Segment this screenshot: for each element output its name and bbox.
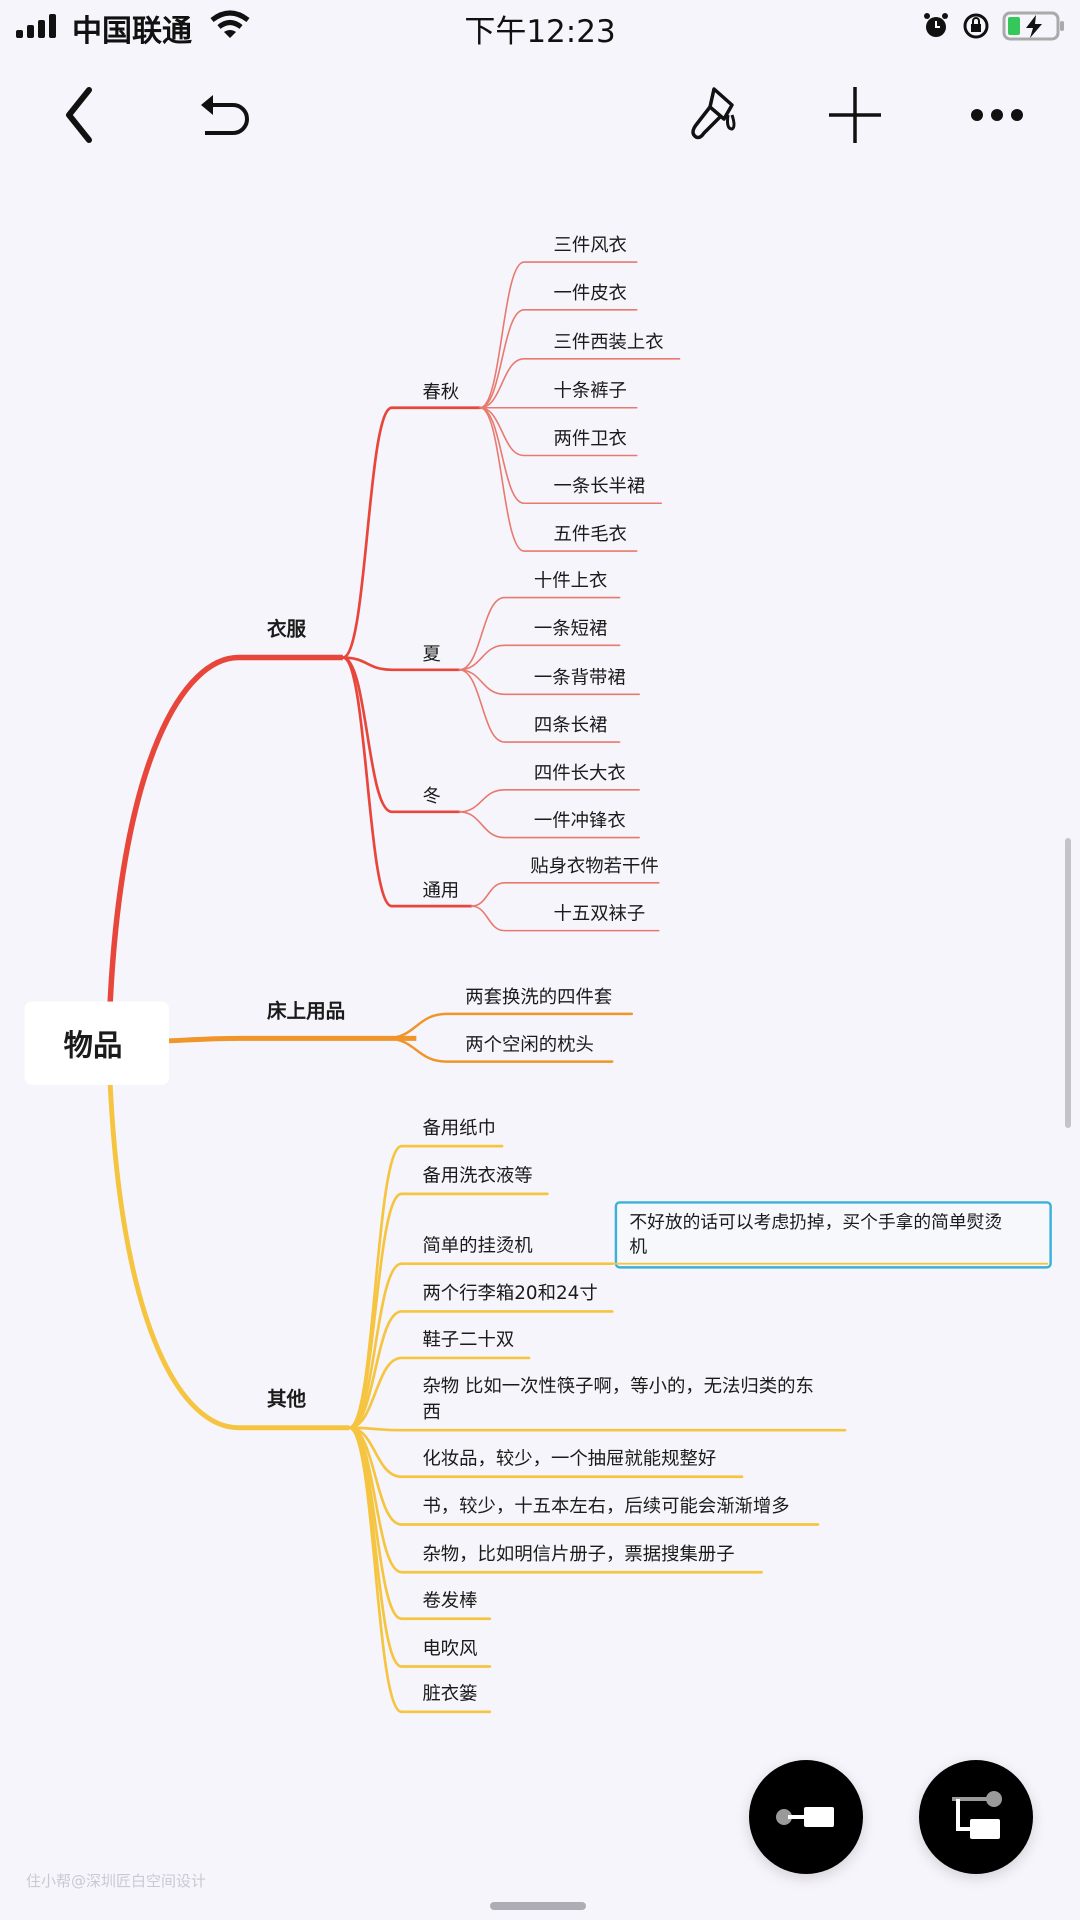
root-node-label[interactable]: 物品 [64, 1029, 123, 1063]
branch-leaf [479, 261, 638, 409]
branch-leaf [479, 406, 663, 505]
category-bedding[interactable]: 床上用品 [267, 1000, 345, 1023]
branch-leaf [347, 1426, 847, 1432]
add-sibling-node-button[interactable] [749, 1760, 863, 1874]
leaf-node[interactable]: 化妆品，较少，一个抽屉就能规整好 [422, 1448, 716, 1469]
leaf-node[interactable]: 杂物，比如明信片册子，票据搜集册子 [422, 1544, 734, 1565]
branch-leaf [347, 1310, 614, 1430]
subcategory-label[interactable]: 冬 [422, 786, 440, 807]
add-icon [829, 87, 881, 143]
leaf-node[interactable]: 两个空闲的枕头 [465, 1035, 594, 1056]
subcategory-label[interactable]: 春秋 [422, 382, 459, 403]
add-child-node-button[interactable] [919, 1760, 1033, 1874]
add-node-button[interactable] [820, 80, 890, 150]
leaf-node[interactable]: 十件上衣 [534, 571, 607, 592]
leaf-node[interactable]: 一件冲锋衣 [534, 811, 626, 832]
leaf-node[interactable]: 十条裤子 [553, 381, 626, 402]
leaf-node[interactable]: 一件皮衣 [553, 283, 626, 304]
leaf-node[interactable]: 脏衣篓 [422, 1684, 477, 1705]
branch-sub-2 [341, 656, 461, 814]
leaf-node[interactable]: 简单的挂烫机 [422, 1235, 532, 1256]
branch-sub-0 [341, 406, 482, 659]
leaf-node[interactable]: 五件毛衣 [553, 524, 626, 545]
carrier-name: 中国联通 [72, 14, 192, 49]
branch-leaf [458, 596, 621, 671]
branch-leaf [470, 905, 660, 932]
branch-leaf [479, 406, 638, 552]
leaf-node[interactable]: 三件风衣 [553, 235, 626, 256]
more-button[interactable] [962, 80, 1032, 150]
branch-bedding [168, 1035, 417, 1044]
note-box[interactable] [614, 1201, 1052, 1269]
leaf-node[interactable]: 西 [422, 1402, 440, 1423]
leaf-node[interactable]: 杂物 比如一次性筷子啊，等小的，无法归类的东 [422, 1376, 813, 1397]
style-brush-icon [691, 87, 736, 140]
branch-sub-3 [341, 656, 473, 908]
leaf-node[interactable]: 两件卫衣 [553, 428, 626, 449]
leaf-node[interactable]: 三件西装上衣 [553, 332, 663, 353]
leaf-node[interactable]: 两套换洗的四件套 [465, 987, 612, 1008]
leaf-node[interactable]: 鞋子二十双 [422, 1330, 514, 1351]
branch-clothing [107, 654, 343, 1002]
alarm-icon [924, 13, 948, 37]
category-other[interactable]: 其他 [267, 1388, 307, 1411]
leaf-node[interactable]: 四条长裙 [534, 715, 607, 736]
branch-leaf [458, 644, 621, 671]
status-bar: 中国联通 下午12:23 [0, 0, 1080, 52]
branch-leaf [458, 811, 640, 839]
home-indicator[interactable] [490, 1902, 586, 1910]
leaf-node[interactable]: 一条短裙 [534, 618, 607, 639]
subcategory-label[interactable]: 夏 [422, 644, 440, 665]
branch-leaf [479, 309, 638, 409]
branch-leaf [479, 406, 638, 457]
style-button[interactable] [679, 80, 749, 150]
branch-leaf [347, 1356, 531, 1430]
category-clothing[interactable]: 衣服 [267, 618, 307, 641]
leaf-node[interactable]: 两个行李箱20和24寸 [422, 1283, 597, 1304]
leaf-node[interactable]: 贴身衣物若干件 [530, 856, 659, 877]
vertical-scrollbar[interactable] [1065, 838, 1071, 1128]
branch-leaf [479, 357, 681, 409]
undo-icon [201, 95, 249, 135]
signal-icon [16, 14, 56, 38]
branch-leaf [384, 1037, 614, 1063]
branch-leaf [458, 669, 621, 743]
leaf-node[interactable]: 十五双袜子 [553, 904, 645, 925]
leaf-node[interactable]: 备用洗衣液等 [422, 1166, 532, 1187]
leaf-node[interactable]: 电吹风 [422, 1638, 477, 1659]
branch-other [107, 1084, 349, 1431]
branch-leaf [347, 1426, 492, 1714]
leaf-node[interactable]: 一条长半裙 [553, 476, 645, 497]
undo-button[interactable] [190, 80, 260, 150]
branch-leaf [470, 882, 660, 907]
clock: 下午12:23 [464, 14, 616, 50]
note-text[interactable]: 机 [629, 1237, 647, 1258]
leaf-node[interactable]: 四件长大衣 [534, 763, 626, 784]
branch-sub-1 [341, 656, 461, 672]
root-node[interactable] [24, 1001, 169, 1085]
leaf-node[interactable]: 卷发棒 [422, 1591, 477, 1612]
back-button[interactable] [44, 80, 114, 150]
branch-leaf [458, 789, 640, 813]
leaf-node[interactable]: 书，较少，十五本左右，后续可能会渐渐增多 [422, 1496, 789, 1517]
wifi-icon [210, 10, 250, 38]
add-sibling-node-icon [776, 1807, 834, 1827]
rotation-lock-icon [963, 13, 989, 39]
leaf-node[interactable]: 备用纸巾 [422, 1118, 495, 1139]
subcategory-label[interactable]: 通用 [422, 880, 459, 901]
battery-icon [1002, 11, 1064, 41]
watermark: 住小帮@深圳匠白空间设计 [26, 1872, 207, 1890]
branch-leaf [458, 669, 640, 696]
note-text[interactable]: 不好放的话可以考虑扔掉，买个手拿的简单熨烫 [629, 1211, 1002, 1233]
branch-leaf [384, 1012, 634, 1040]
more-icon [971, 109, 1023, 121]
add-child-node-icon [952, 1791, 1002, 1839]
branch-leaf [347, 1192, 549, 1430]
leaf-node[interactable]: 一条背带裙 [534, 667, 626, 688]
back-icon [66, 87, 92, 143]
